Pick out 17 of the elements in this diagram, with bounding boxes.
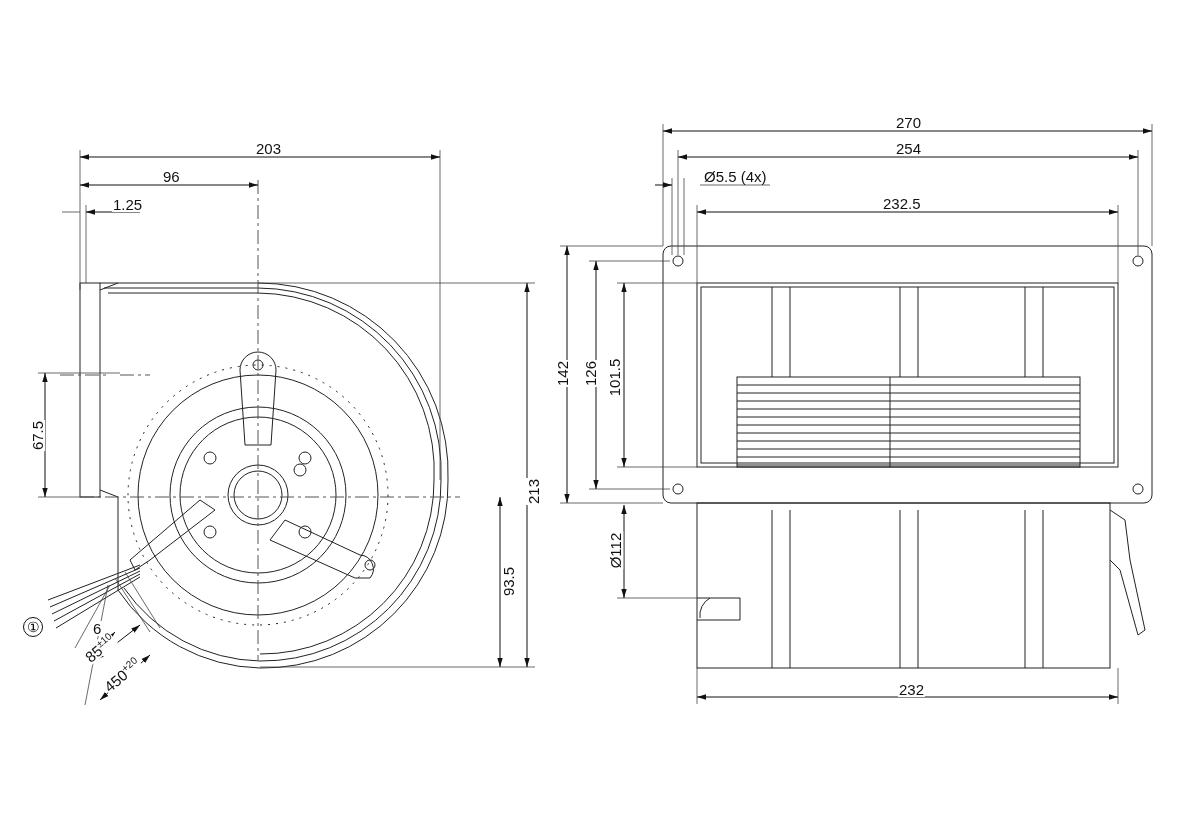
callout-number: ①	[23, 617, 43, 637]
dimension-label: 96	[162, 169, 181, 184]
dimension-label: 254	[895, 141, 923, 156]
dimension-label: 6	[92, 621, 103, 636]
dimension-label: 101.5	[607, 357, 623, 398]
dimension-label: 67.5	[30, 419, 46, 452]
dimension-label: 142	[555, 360, 570, 387]
dimension-label: 232.5	[882, 196, 922, 211]
dimension-label: Ø112	[608, 531, 624, 570]
dimension-label: 213	[526, 478, 541, 505]
dimension-label: Ø5.5 (4x)	[703, 169, 768, 184]
dimension-label: 93.5	[501, 565, 517, 598]
dimension-label: 270	[895, 115, 923, 130]
dimension-label: 126	[583, 360, 598, 387]
dimension-label: 203	[255, 141, 283, 156]
dimension-label: 232	[898, 682, 926, 697]
dimension-label: 1.25	[112, 197, 144, 212]
